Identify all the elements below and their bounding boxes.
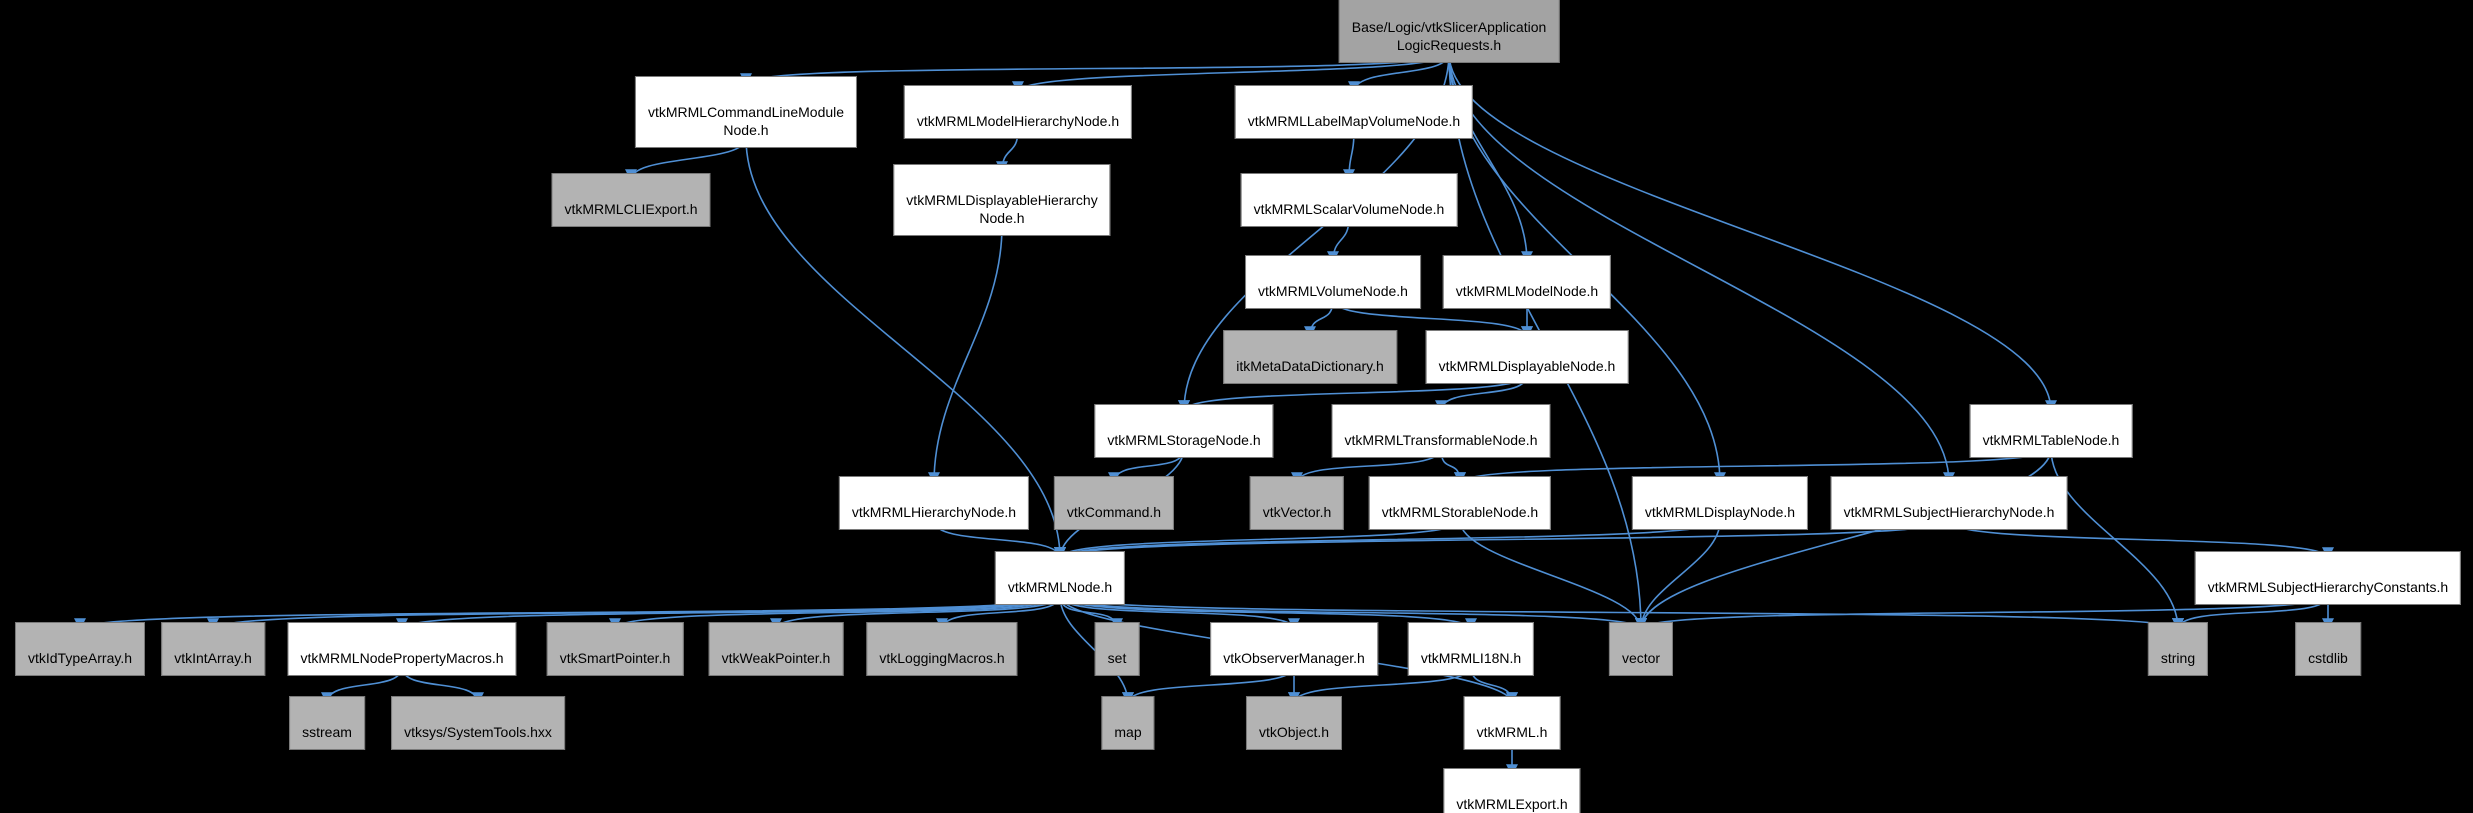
- graph-node-vtkcommand: vtkCommand.h: [1053, 476, 1175, 530]
- graph-node-vector: vector: [1608, 622, 1674, 676]
- graph-node-sstream: sstream: [289, 696, 365, 750]
- graph-node-smartpointer: vtkSmartPointer.h: [546, 622, 684, 676]
- graph-node-disphier[interactable]: vtkMRMLDisplayableHierarchy Node.h: [893, 164, 1111, 236]
- node-label: vtkSmartPointer.h: [559, 650, 671, 666]
- node-label: vtkObserverManager.h: [1223, 650, 1365, 666]
- graph-node-subjecthier[interactable]: vtkMRMLSubjectHierarchyNode.h: [1830, 476, 2068, 530]
- graph-node-modelnode[interactable]: vtkMRMLModelNode.h: [1442, 255, 1612, 309]
- graph-node-weakpointer: vtkWeakPointer.h: [708, 622, 844, 676]
- graph-node-tablenode[interactable]: vtkMRMLTableNode.h: [1969, 404, 2133, 458]
- graph-node-vtkmrml[interactable]: vtkMRML.h: [1463, 696, 1561, 750]
- graph-node-loggingmacros: vtkLoggingMacros.h: [866, 622, 1018, 676]
- node-label: vtkObject.h: [1258, 724, 1330, 740]
- node-label: vtkMRMLCommandLineModule Node.h: [647, 104, 845, 138]
- node-label: vtkMRMLExport.h: [1456, 796, 1568, 812]
- node-label: vtkVector.h: [1262, 504, 1332, 520]
- node-label: vtkWeakPointer.h: [721, 650, 831, 666]
- node-label: vtkMRMLHierarchyNode.h: [851, 504, 1017, 520]
- graph-node-shconstants[interactable]: vtkMRMLSubjectHierarchyConstants.h: [2194, 551, 2462, 605]
- node-label: vtkMRMLDisplayNode.h: [1644, 504, 1796, 520]
- node-label: vtkMRMLLabelMapVolumeNode.h: [1247, 113, 1461, 129]
- edge-cmdline-to-mrmlnode: [745, 137, 1066, 560]
- node-label: vtkMRMLI18N.h: [1420, 650, 1522, 666]
- graph-node-mrmlexport[interactable]: vtkMRMLExport.h: [1443, 768, 1581, 813]
- node-label: itkMetaDataDictionary.h: [1236, 358, 1384, 374]
- graph-node-i18n[interactable]: vtkMRMLI18N.h: [1407, 622, 1535, 676]
- edge-displaynode-to-vector: [1635, 520, 1721, 631]
- node-label: vtkMRMLCLIExport.h: [564, 201, 698, 217]
- node-label: vtkMRMLTableNode.h: [1982, 432, 2120, 448]
- graph-node-vtkobject: vtkObject.h: [1245, 696, 1343, 750]
- graph-node-hiernode[interactable]: vtkMRMLHierarchyNode.h: [838, 476, 1030, 530]
- graph-node-map: map: [1101, 696, 1155, 750]
- node-label: Base/Logic/vtkSlicerApplication LogicReq…: [1351, 19, 1547, 53]
- graph-node-string: string: [2147, 622, 2209, 676]
- graph-node-volumenode[interactable]: vtkMRMLVolumeNode.h: [1245, 255, 1421, 309]
- node-label: cstdlib: [2308, 650, 2348, 666]
- node-label: vtkMRMLModelNode.h: [1455, 283, 1599, 299]
- node-label: vtkMRMLScalarVolumeNode.h: [1253, 201, 1445, 217]
- graph-node-set: set: [1094, 622, 1140, 676]
- node-label: vtkMRMLNode.h: [1007, 579, 1113, 595]
- graph-node-observermgr[interactable]: vtkObserverManager.h: [1210, 622, 1378, 676]
- node-label: vtkMRMLModelHierarchyNode.h: [916, 113, 1120, 129]
- graph-node-cstdlib: cstdlib: [2295, 622, 2361, 676]
- graph-node-labelmap[interactable]: vtkMRMLLabelMapVolumeNode.h: [1234, 85, 1474, 139]
- node-label: map: [1114, 724, 1142, 740]
- node-label: vector: [1621, 650, 1661, 666]
- node-label: vtksys/SystemTools.hxx: [404, 724, 552, 740]
- graph-node-storable[interactable]: vtkMRMLStorableNode.h: [1368, 476, 1552, 530]
- node-label: sstream: [302, 724, 352, 740]
- node-label: vtkMRMLTransformableNode.h: [1344, 432, 1538, 448]
- node-label: vtkMRMLStorableNode.h: [1381, 504, 1539, 520]
- node-label: vtkIdTypeArray.h: [27, 650, 133, 666]
- node-label: vtkMRMLSubjectHierarchyNode.h: [1843, 504, 2055, 520]
- node-label: string: [2160, 650, 2196, 666]
- node-label: vtkMRMLStorageNode.h: [1107, 432, 1261, 448]
- graph-node-modelhier[interactable]: vtkMRMLModelHierarchyNode.h: [903, 85, 1133, 139]
- edge-mrmlnode-to-map: [1059, 595, 1134, 705]
- graph-node-mrmlnode[interactable]: vtkMRMLNode.h: [994, 551, 1126, 605]
- graph-node-propmacros[interactable]: vtkMRMLNodePropertyMacros.h: [287, 622, 517, 676]
- graph-node-intarray: vtkIntArray.h: [161, 622, 265, 676]
- graph-node-idtypearray: vtkIdTypeArray.h: [14, 622, 146, 676]
- node-label: vtkMRML.h: [1476, 724, 1548, 740]
- graph-node-storagenode[interactable]: vtkMRMLStorageNode.h: [1094, 404, 1274, 458]
- graph-node-scalarvol[interactable]: vtkMRMLScalarVolumeNode.h: [1240, 173, 1458, 227]
- node-label: vtkMRMLDisplayableNode.h: [1438, 358, 1616, 374]
- graph-node-itkmeta: itkMetaDataDictionary.h: [1223, 330, 1397, 384]
- edge-root-to-tablenode: [1448, 52, 2057, 413]
- node-label: vtkMRMLNodePropertyMacros.h: [300, 650, 504, 666]
- node-label: set: [1107, 650, 1127, 666]
- node-label: vtkMRMLSubjectHierarchyConstants.h: [2207, 579, 2449, 595]
- node-label: vtkLoggingMacros.h: [879, 650, 1005, 666]
- graph-node-cmdline[interactable]: vtkMRMLCommandLineModule Node.h: [634, 76, 858, 148]
- graph-node-transformable[interactable]: vtkMRMLTransformableNode.h: [1331, 404, 1551, 458]
- graph-node-displayable[interactable]: vtkMRMLDisplayableNode.h: [1425, 330, 1629, 384]
- node-label: vtkMRMLVolumeNode.h: [1258, 283, 1408, 299]
- edge-mrmlnode-to-string: [1059, 595, 2184, 631]
- graph-node-root: Base/Logic/vtkSlicerApplication LogicReq…: [1338, 0, 1560, 63]
- edge-storable-to-vector: [1459, 520, 1647, 631]
- graph-node-displaynode[interactable]: vtkMRMLDisplayNode.h: [1631, 476, 1809, 530]
- graph-node-cliexport: vtkMRMLCLIExport.h: [551, 173, 711, 227]
- node-label: vtkCommand.h: [1066, 504, 1162, 520]
- edge-root-to-subjecthier: [1448, 52, 1955, 485]
- graph-node-systemtools: vtksys/SystemTools.hxx: [391, 696, 565, 750]
- node-label: vtkMRMLDisplayableHierarchy Node.h: [906, 192, 1098, 226]
- graph-node-vtkvector: vtkVector.h: [1249, 476, 1345, 530]
- node-label: vtkIntArray.h: [174, 650, 252, 666]
- edge-disphier-to-hiernode: [928, 225, 1003, 485]
